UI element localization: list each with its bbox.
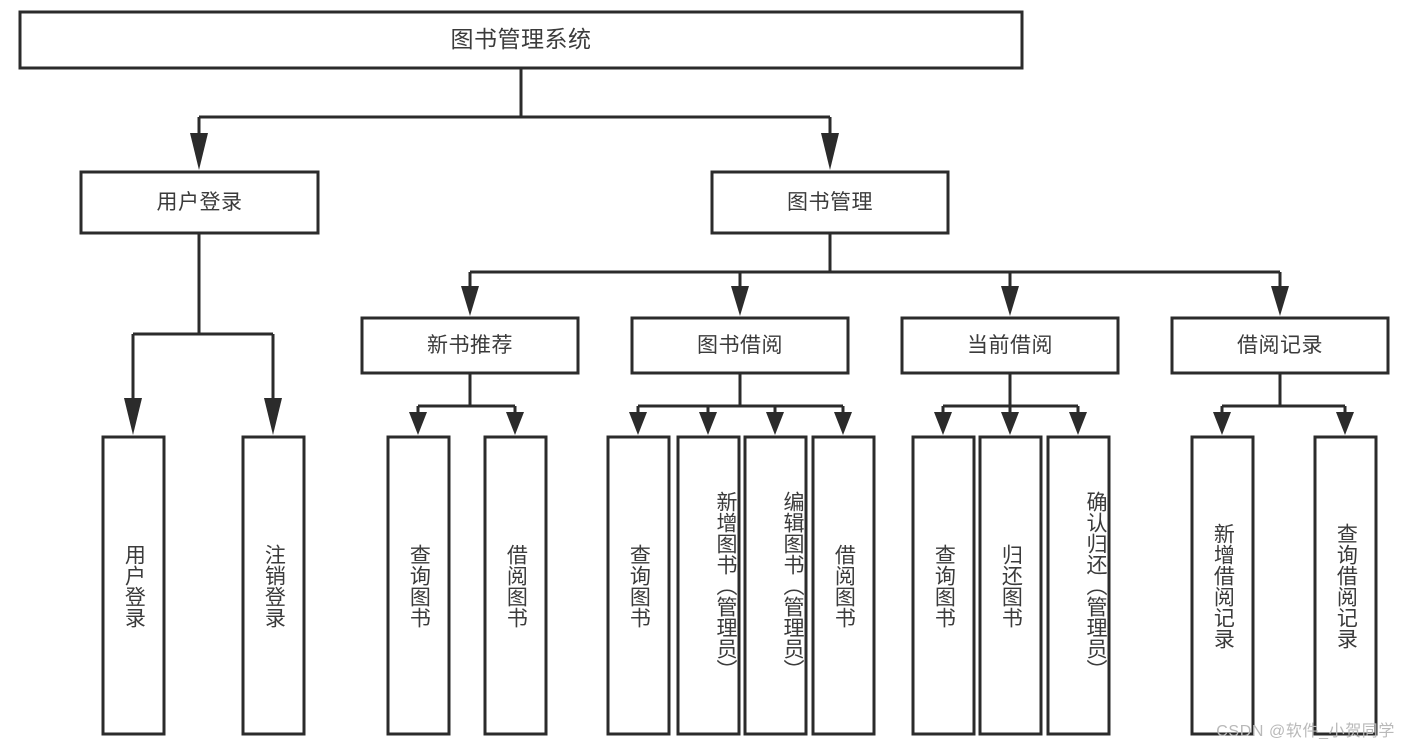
connector-layer <box>124 68 1354 435</box>
node-box-leaf-12[interactable] <box>1313 435 1378 736</box>
arrow-head-leaf-user-login <box>124 398 142 435</box>
arrow-head-leaf-logout <box>264 398 282 435</box>
arrow-head-user-login <box>190 133 208 170</box>
arrow-head-new-book-rec <box>461 286 479 316</box>
arrow-head-current-borrow <box>1001 286 1019 316</box>
node-box-borrow-record[interactable] <box>1170 316 1390 375</box>
node-box-leaf-8[interactable] <box>911 435 976 736</box>
arrow-head-book-borrow <box>731 286 749 316</box>
node-box-leaf-0[interactable] <box>101 435 166 736</box>
arrow-head-nbr-leaf-2 <box>506 412 524 435</box>
node-box-leaf-6[interactable] <box>743 435 808 736</box>
node-box-book-borrow[interactable] <box>630 316 850 375</box>
arrow-head-br-leaf-2 <box>1336 412 1354 435</box>
arrow-head-bb-leaf-2 <box>699 412 717 435</box>
arrow-head-cb-leaf-2 <box>1001 412 1019 435</box>
node-box-new-book-recommend[interactable] <box>360 316 580 375</box>
arrow-head-bb-leaf-1 <box>629 412 647 435</box>
arrow-head-br-leaf-1 <box>1213 412 1231 435</box>
node-box-leaf-1[interactable] <box>241 435 306 736</box>
arrow-head-borrow-record <box>1271 286 1289 316</box>
node-box-book-management[interactable] <box>710 170 950 235</box>
arrow-head-cb-leaf-3 <box>1069 412 1087 435</box>
node-box-root[interactable] <box>18 10 1024 70</box>
arrow-head-nbr-leaf-1 <box>409 412 427 435</box>
node-box-leaf-3[interactable] <box>483 435 548 736</box>
arrow-head-book-manage <box>821 133 839 170</box>
node-box-leaf-4[interactable] <box>606 435 671 736</box>
node-box-leaf-11[interactable] <box>1190 435 1255 736</box>
node-box-leaf-9[interactable] <box>978 435 1043 736</box>
node-box-leaf-7[interactable] <box>811 435 876 736</box>
arrow-head-cb-leaf-1 <box>934 412 952 435</box>
node-box-leaf-10[interactable] <box>1046 435 1111 736</box>
node-box-layer <box>18 10 1390 736</box>
csdn-watermark: CSDN @软件_小贺同学 <box>1216 723 1395 740</box>
arrow-head-bb-leaf-4 <box>834 412 852 435</box>
arrow-head-bb-leaf-3 <box>766 412 784 435</box>
node-box-leaf-2[interactable] <box>386 435 451 736</box>
node-box-leaf-5[interactable] <box>676 435 741 736</box>
node-box-user-login[interactable] <box>79 170 320 235</box>
node-box-current-borrow[interactable] <box>900 316 1120 375</box>
